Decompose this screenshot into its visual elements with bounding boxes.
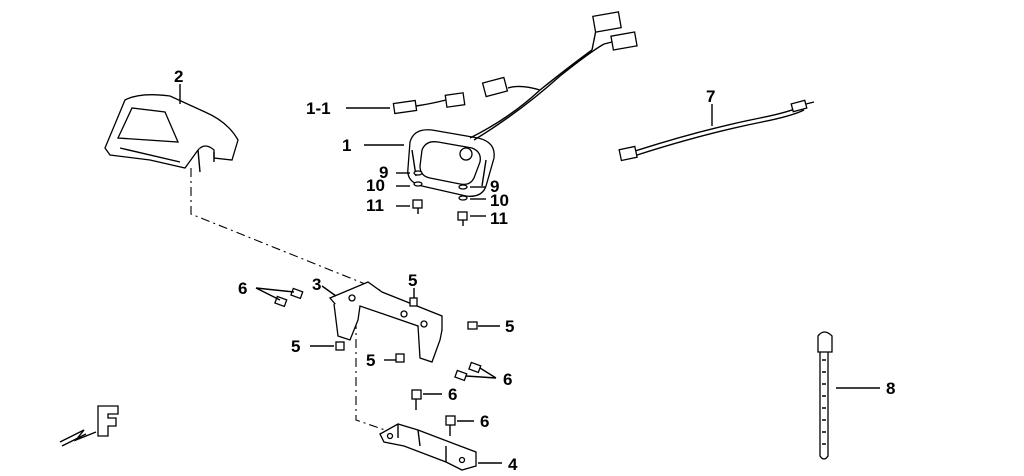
callout-6-b: 6 [503, 370, 512, 389]
callout-6-d: 6 [480, 412, 489, 431]
callout-6-c: 6 [448, 385, 457, 404]
screws-6-upper: 6 [238, 279, 304, 308]
alignment-line-bracket [355, 320, 386, 431]
alignment-line-cover [190, 168, 381, 291]
cable-tie-part-8: 8 [817, 331, 895, 460]
callout-1-1: 1-1 [306, 99, 331, 118]
front-direction-arrow-icon [59, 405, 119, 447]
callout-6-a: 6 [238, 279, 247, 298]
callout-8: 8 [886, 379, 895, 398]
callout-11-right: 11 [490, 209, 508, 228]
callout-9-right: 9 [490, 177, 499, 196]
meter-bracket-part-3: 3 [312, 275, 443, 363]
meter-assembly-part: 1 [342, 11, 638, 197]
callout-9-left: 9 [379, 163, 388, 182]
screw-5-top: 5 [408, 271, 418, 307]
screw-6-lower-2: 6 [445, 412, 489, 436]
callout-10-right: 10 [490, 191, 509, 210]
callout-5-a: 5 [408, 271, 417, 290]
callout-3: 3 [312, 275, 321, 294]
fasteners-right: 9 10 11 [457, 177, 509, 228]
callout-5-d: 5 [366, 351, 375, 370]
screw-6-lower-1: 6 [411, 385, 457, 410]
callout-2: 2 [174, 67, 183, 86]
screw-5-middle: 5 [366, 351, 405, 370]
callout-7: 7 [706, 87, 715, 106]
callout-5-c: 5 [291, 337, 300, 356]
callout-5-b: 5 [505, 317, 514, 336]
meter-cover-part: 2 [104, 67, 239, 173]
callout-10-left: 10 [366, 176, 385, 195]
callout-1: 1 [342, 136, 351, 155]
screw-5-left: 5 [291, 337, 345, 356]
sensor-cable-part-7: 7 [618, 87, 815, 162]
callout-4: 4 [508, 455, 518, 474]
fasteners-left: 9 10 11 [366, 163, 423, 215]
screws-6-right: 6 [454, 361, 512, 389]
sensor-part-1-1: 1-1 [306, 92, 466, 118]
screw-5-right: 5 [467, 317, 514, 336]
callout-11-left: 11 [366, 196, 384, 215]
lower-bracket-part-4: 4 [379, 423, 518, 474]
